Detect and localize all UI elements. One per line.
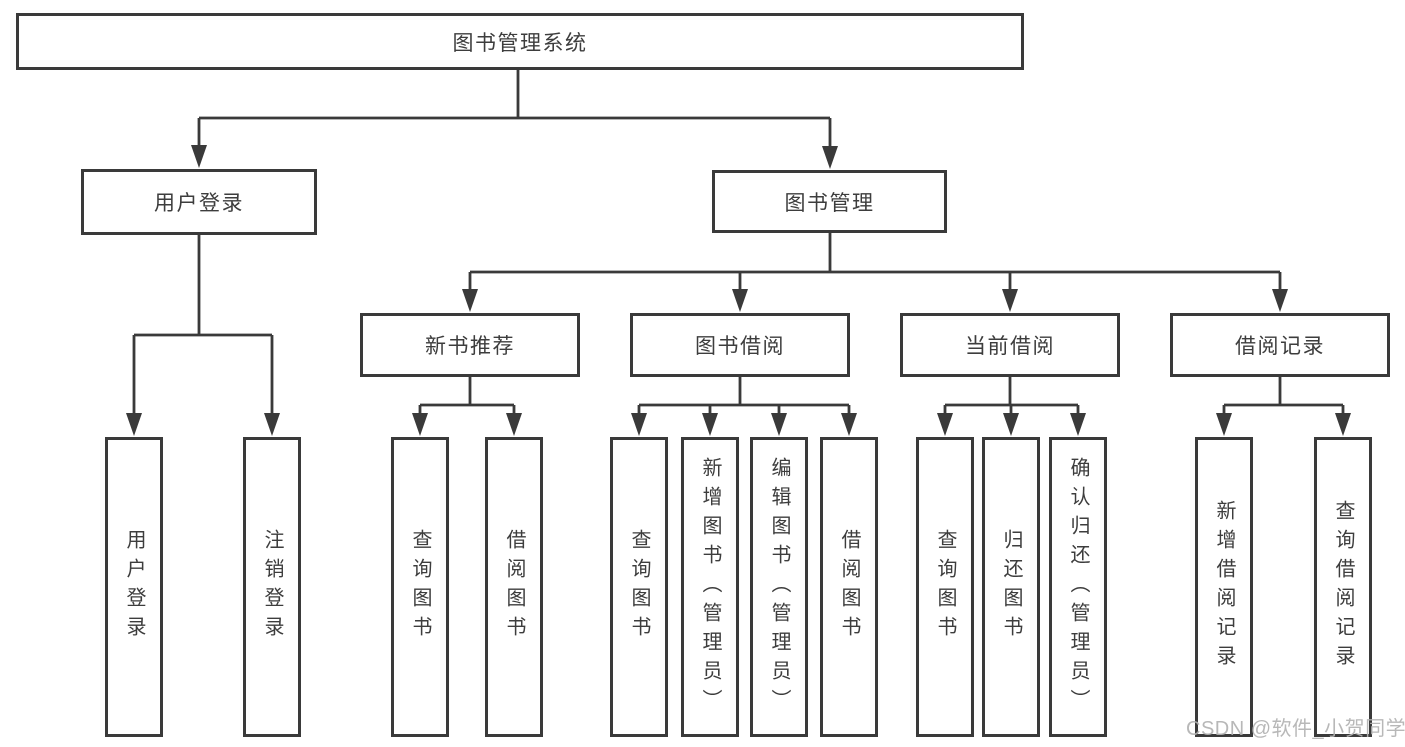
leaf-current-confirm-return-admin-label: 确认归还（管理员） (1067, 456, 1089, 718)
leaf-records-add-record: 新增借阅记录 (1195, 437, 1253, 737)
leaf-records-add-record-label: 新增借阅记录 (1213, 500, 1235, 674)
leaf-borrowing-add-books-admin: 新增图书（管理员） (681, 437, 739, 737)
node-user-login: 用户登录 (81, 169, 317, 235)
leaf-borrowing-query-books: 查询图书 (610, 437, 668, 737)
leaf-newbooks-borrow-books-label: 借阅图书 (503, 529, 525, 645)
leaf-borrowing-query-books-label: 查询图书 (628, 529, 650, 645)
leaf-borrowing-add-books-admin-label: 新增图书（管理员） (699, 456, 721, 718)
leaf-logout: 注销登录 (243, 437, 301, 737)
leaf-borrowing-borrow-books: 借阅图书 (820, 437, 878, 737)
node-book-borrowing: 图书借阅 (630, 313, 850, 377)
leaf-current-return-books: 归还图书 (982, 437, 1040, 737)
node-book-management: 图书管理 (712, 170, 947, 233)
leaf-current-query-books: 查询图书 (916, 437, 974, 737)
leaf-borrowing-edit-books-admin-label: 编辑图书（管理员） (768, 456, 790, 718)
node-library-management-system: 图书管理系统 (16, 13, 1024, 70)
leaf-user-login-label: 用户登录 (123, 529, 145, 645)
node-borrowing-records: 借阅记录 (1170, 313, 1390, 377)
node-current-borrowing: 当前借阅 (900, 313, 1120, 377)
csdn-watermark: CSDN @软件_小贺同学 (1186, 718, 1405, 740)
leaf-records-query-record: 查询借阅记录 (1314, 437, 1372, 737)
leaf-newbooks-query-books: 查询图书 (391, 437, 449, 737)
leaf-borrowing-edit-books-admin: 编辑图书（管理员） (750, 437, 808, 737)
leaf-user-login: 用户登录 (105, 437, 163, 737)
leaf-records-query-record-label: 查询借阅记录 (1332, 500, 1354, 674)
leaf-current-confirm-return-admin: 确认归还（管理员） (1049, 437, 1107, 737)
leaf-current-return-books-label: 归还图书 (1000, 529, 1022, 645)
leaf-newbooks-borrow-books: 借阅图书 (485, 437, 543, 737)
leaf-logout-label: 注销登录 (261, 529, 283, 645)
leaf-borrowing-borrow-books-label: 借阅图书 (838, 529, 860, 645)
leaf-newbooks-query-books-label: 查询图书 (409, 529, 431, 645)
leaf-current-query-books-label: 查询图书 (934, 529, 956, 645)
node-new-book-recommend: 新书推荐 (360, 313, 580, 377)
